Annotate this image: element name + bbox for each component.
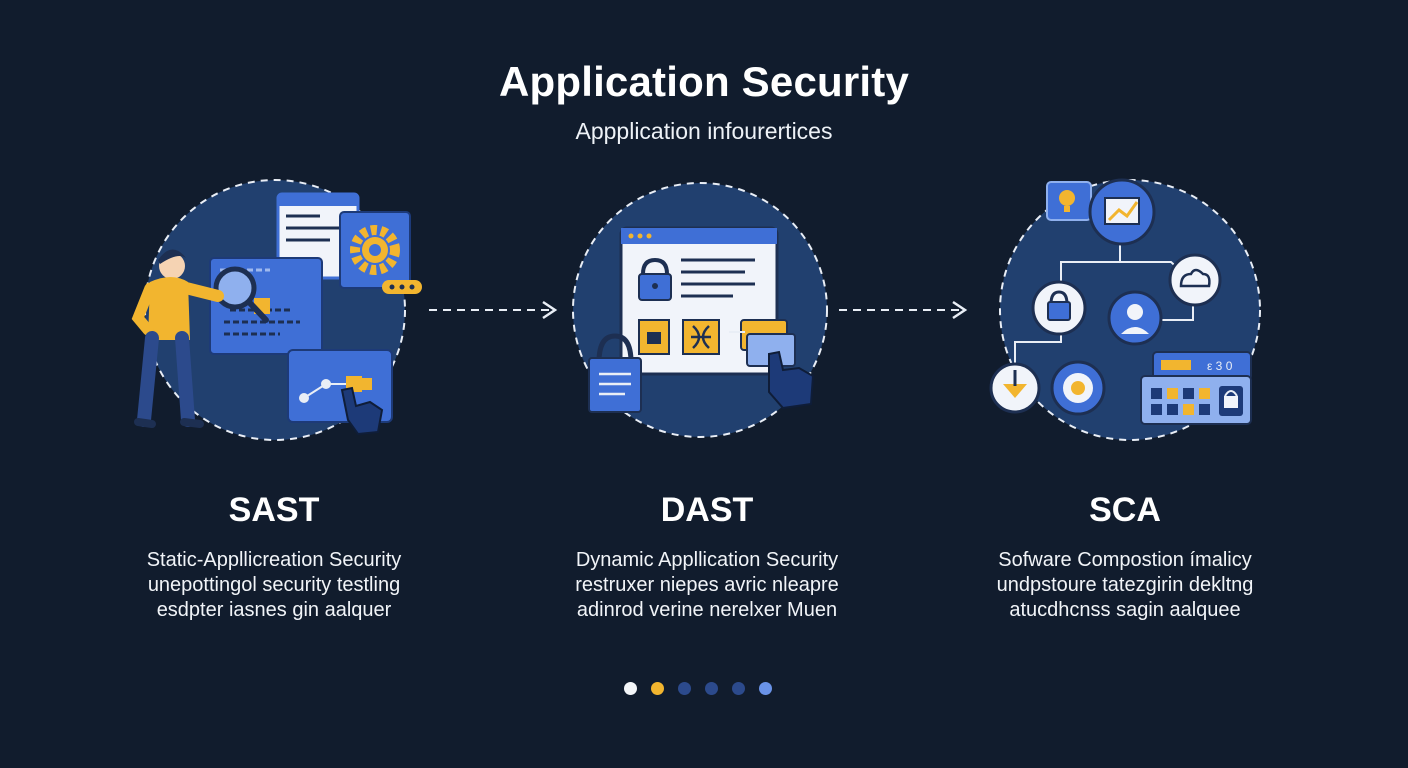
- dast-panel: DAST Dynamic Appllication Security restr…: [517, 488, 897, 623]
- document-lock-icon: [588, 333, 642, 413]
- magnifier-icon: [213, 266, 269, 323]
- pagination-dot[interactable]: [732, 682, 745, 695]
- symbol-tile-icon: [682, 319, 720, 355]
- lightbulb-icon: [1046, 181, 1092, 221]
- page-title: Application Security: [498, 58, 910, 105]
- card-stack-icon: [729, 319, 796, 367]
- sca-panel: SCA Sofware Compostion ímalicy undpstour…: [935, 488, 1315, 623]
- dast-heading: DAST: [660, 491, 754, 529]
- pointer-hand-icon: [768, 350, 815, 410]
- developer-figure-icon: [131, 249, 224, 428]
- padlock-icon: [638, 257, 672, 301]
- pagination-dot[interactable]: [624, 682, 637, 695]
- dast-description-line: restruxer niepes avric nleapre: [575, 574, 839, 596]
- sca-illustration: ε 3 0: [975, 170, 1285, 460]
- page-subtitle: Appplication infourertices: [575, 118, 833, 144]
- sca-description-line: undpstoure tatezgirin dekltng: [996, 574, 1254, 596]
- sca-heading: SCA: [1089, 491, 1161, 529]
- sca-description-line: atucdhcnss sagin aalquee: [1009, 599, 1241, 621]
- download-icon: [989, 362, 1041, 414]
- dast-description-line: Dynamic Appllication Security: [575, 549, 839, 571]
- target-icon: [1050, 360, 1106, 416]
- dast-description-line: adinrod verine nerelxer Muen: [576, 599, 838, 621]
- flow-arrow: [839, 300, 968, 320]
- pointer-hand-icon: [340, 386, 384, 436]
- pagination-dot[interactable]: [678, 682, 691, 695]
- sast-panel: SAST Static-Appllicreation Security unep…: [84, 488, 464, 623]
- pagination-dots: [624, 682, 772, 695]
- pagination-dot[interactable]: [705, 682, 718, 695]
- sca-description-line: Sofware Compostion ímalicy: [998, 549, 1252, 571]
- user-icon: [1107, 290, 1163, 346]
- sast-description-line: unepottingol security testling: [147, 574, 401, 596]
- chart-icon: [1088, 178, 1156, 246]
- sast-heading: SAST: [228, 491, 320, 529]
- small-lock-icon: [638, 319, 670, 355]
- sast-description-line: esdpter iasnes gin aalquer: [156, 599, 392, 621]
- sast-illustration: [120, 170, 430, 460]
- pagination-dot[interactable]: [651, 682, 664, 695]
- device-label: ε 3 0: [1207, 359, 1233, 373]
- cloud-icon: [1168, 253, 1222, 307]
- dast-illustration: [545, 170, 855, 460]
- keyboard-icon: ε 3 0: [1140, 351, 1252, 425]
- gear-icon: [339, 211, 422, 294]
- sast-description-line: Static-Appllicreation Security: [146, 549, 402, 571]
- padlock-icon: [1031, 280, 1087, 336]
- flow-arrow: [429, 300, 558, 320]
- pagination-dot[interactable]: [759, 682, 772, 695]
